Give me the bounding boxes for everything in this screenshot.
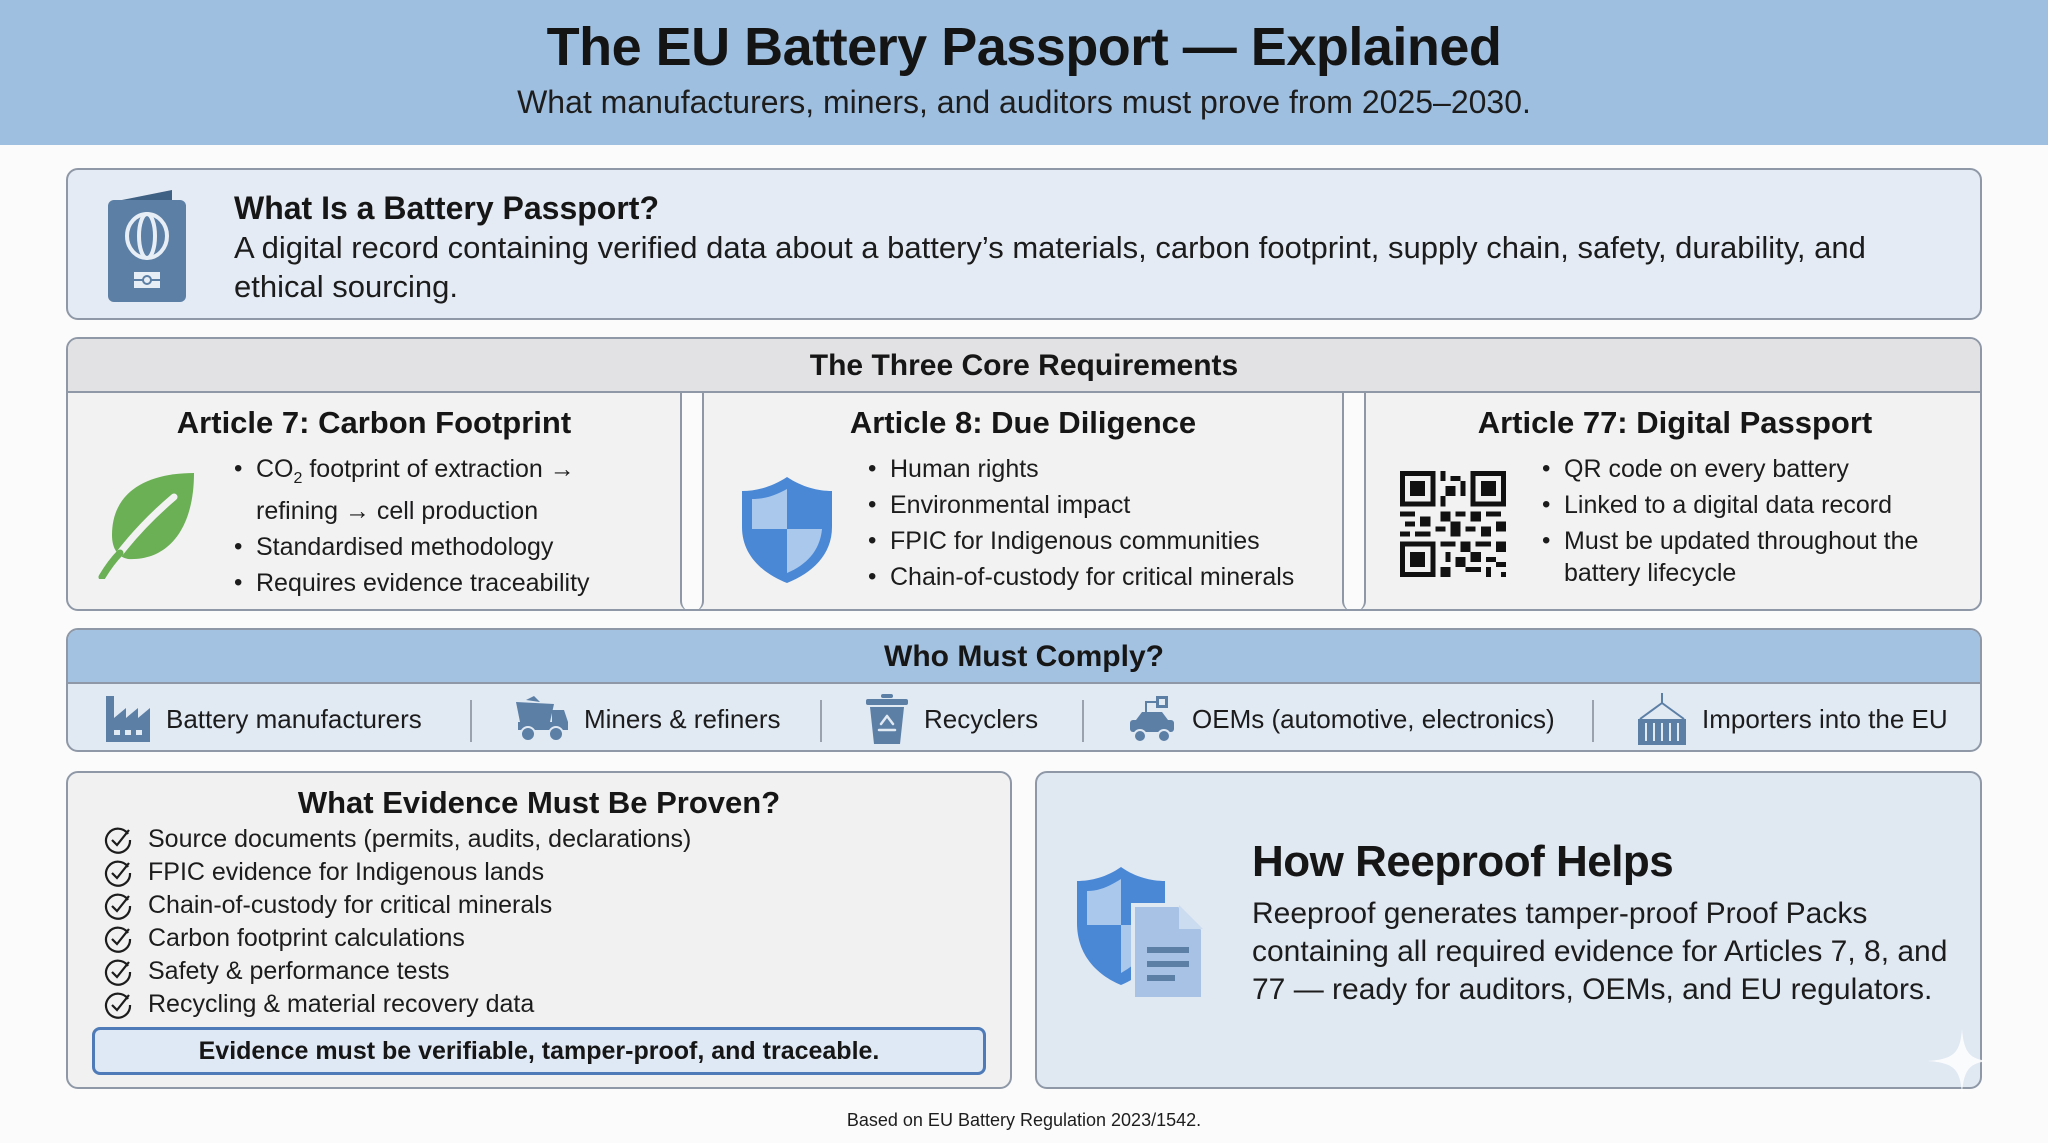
bullet-item: Standardised methodology: [232, 531, 662, 563]
card-article-7: Article 7: Carbon Footprint CO2 footprin…: [68, 393, 680, 609]
card-article-8: Article 8: Due Diligence Human rights En…: [704, 393, 1342, 609]
card-article-77: Article 77: Digital Passport QR code on …: [1366, 393, 1980, 609]
evidence-banner: Evidence must be verifiable, tamper-proo…: [92, 1027, 986, 1075]
bullet-item: Linked to a digital data record: [1540, 489, 1970, 521]
core-requirements-section: The Three Core Requirements Article 7: C…: [66, 337, 1982, 611]
bullet-item: CO2 footprint of extraction → refining →…: [232, 453, 662, 527]
card-title: Article 8: Due Diligence: [849, 405, 1197, 440]
comply-label: Importers into the EU: [1702, 703, 1948, 734]
evidence-item: Source documents (permits, audits, decla…: [104, 823, 691, 856]
comply-label: Battery manufacturers: [166, 703, 422, 734]
recycle-bin-icon: [866, 694, 908, 744]
reeproof-title: How Reeproof Helps: [1252, 837, 1674, 886]
shipping-container-icon: [1638, 693, 1686, 745]
what-is-title: What Is a Battery Passport?: [234, 190, 659, 226]
page-header: The EU Battery Passport — Explained What…: [0, 0, 2048, 145]
mining-truck-icon: [516, 696, 568, 742]
shield-document-icon: [1077, 867, 1205, 1001]
what-is-section: What Is a Battery Passport? A digital re…: [66, 168, 1982, 320]
comply-label: Recyclers: [924, 703, 1039, 734]
card-bullets: CO2 footprint of extraction → refining →…: [232, 453, 662, 603]
who-must-comply-title: Who Must Comply?: [68, 630, 1980, 684]
divider: [1342, 393, 1366, 609]
comply-item: Importers into the EU: [1636, 686, 1948, 750]
comply-label: OEMs (automotive, electronics): [1192, 703, 1555, 734]
comply-item: Miners & refiners: [514, 686, 781, 750]
divider: [680, 393, 704, 609]
comply-item: Battery manufacturers: [104, 686, 422, 750]
evidence-item: FPIC evidence for Indigenous lands: [104, 856, 691, 889]
evidence-item: Recycling & material recovery data: [104, 988, 691, 1021]
factory-icon: [106, 696, 150, 742]
qr-code-icon: [1400, 471, 1506, 577]
comply-item: Recyclers: [864, 686, 1039, 750]
bullet-item: Must be updated throughout the battery l…: [1540, 525, 1970, 589]
card-title: Article 77: Digital Passport: [1477, 405, 1873, 440]
footer-note: Based on EU Battery Regulation 2023/1542…: [846, 1110, 1202, 1130]
comply-list: Battery manufacturers Miners & refiners: [68, 686, 1980, 750]
who-must-comply-section: Who Must Comply? Battery manufacturers M…: [66, 628, 1982, 752]
car-chip-icon: [1130, 696, 1174, 743]
check-circle-icon: [104, 860, 132, 887]
evidence-section: What Evidence Must Be Proven? Source doc…: [66, 771, 1012, 1089]
separator: [1592, 700, 1594, 742]
bullet-item: Environmental impact: [866, 489, 1336, 521]
passport-icon: [108, 190, 186, 302]
separator: [1082, 700, 1084, 742]
separator: [470, 700, 472, 742]
page-subtitle: What manufacturers, miners, and auditors…: [517, 84, 1531, 120]
leaf-icon: [98, 473, 194, 579]
reeproof-section: How Reeproof Helps Reeproof generates ta…: [1035, 771, 1988, 1093]
evidence-item: Safety & performance tests: [104, 955, 691, 988]
card-title: Article 7: Carbon Footprint: [176, 405, 572, 440]
check-circle-icon: [104, 992, 132, 1019]
comply-label: Miners & refiners: [584, 703, 781, 734]
bullet-item: Human rights: [866, 453, 1336, 485]
reeproof-body: Reeproof generates tamper-proof Proof Pa…: [1252, 897, 1948, 1006]
evidence-list: Source documents (permits, audits, decla…: [104, 823, 691, 1021]
evidence-item: Carbon footprint calculations: [104, 922, 691, 955]
card-bullets: Human rights Environmental impact FPIC f…: [866, 453, 1336, 597]
bullet-item: Chain-of-custody for critical minerals: [866, 561, 1336, 593]
bullet-item: Requires evidence traceability: [232, 567, 662, 599]
page-title: The EU Battery Passport — Explained: [546, 17, 1502, 77]
separator: [820, 700, 822, 742]
comply-item: OEMs (automotive, electronics): [1126, 686, 1555, 750]
card-bullets: QR code on every battery Linked to a dig…: [1540, 453, 1970, 593]
evidence-item: Chain-of-custody for critical minerals: [104, 889, 691, 922]
shield-icon: [742, 477, 832, 583]
evidence-title: What Evidence Must Be Proven?: [297, 785, 781, 820]
bullet-item: QR code on every battery: [1540, 453, 1970, 485]
check-circle-icon: [104, 959, 132, 986]
check-circle-icon: [104, 893, 132, 920]
bullet-item: FPIC for Indigenous communities: [866, 525, 1336, 557]
check-circle-icon: [104, 827, 132, 854]
what-is-body: A digital record containing verified dat…: [234, 230, 1866, 304]
sparkle-icon: [1928, 1029, 1988, 1093]
core-requirements-title: The Three Core Requirements: [68, 339, 1980, 393]
check-circle-icon: [104, 926, 132, 953]
